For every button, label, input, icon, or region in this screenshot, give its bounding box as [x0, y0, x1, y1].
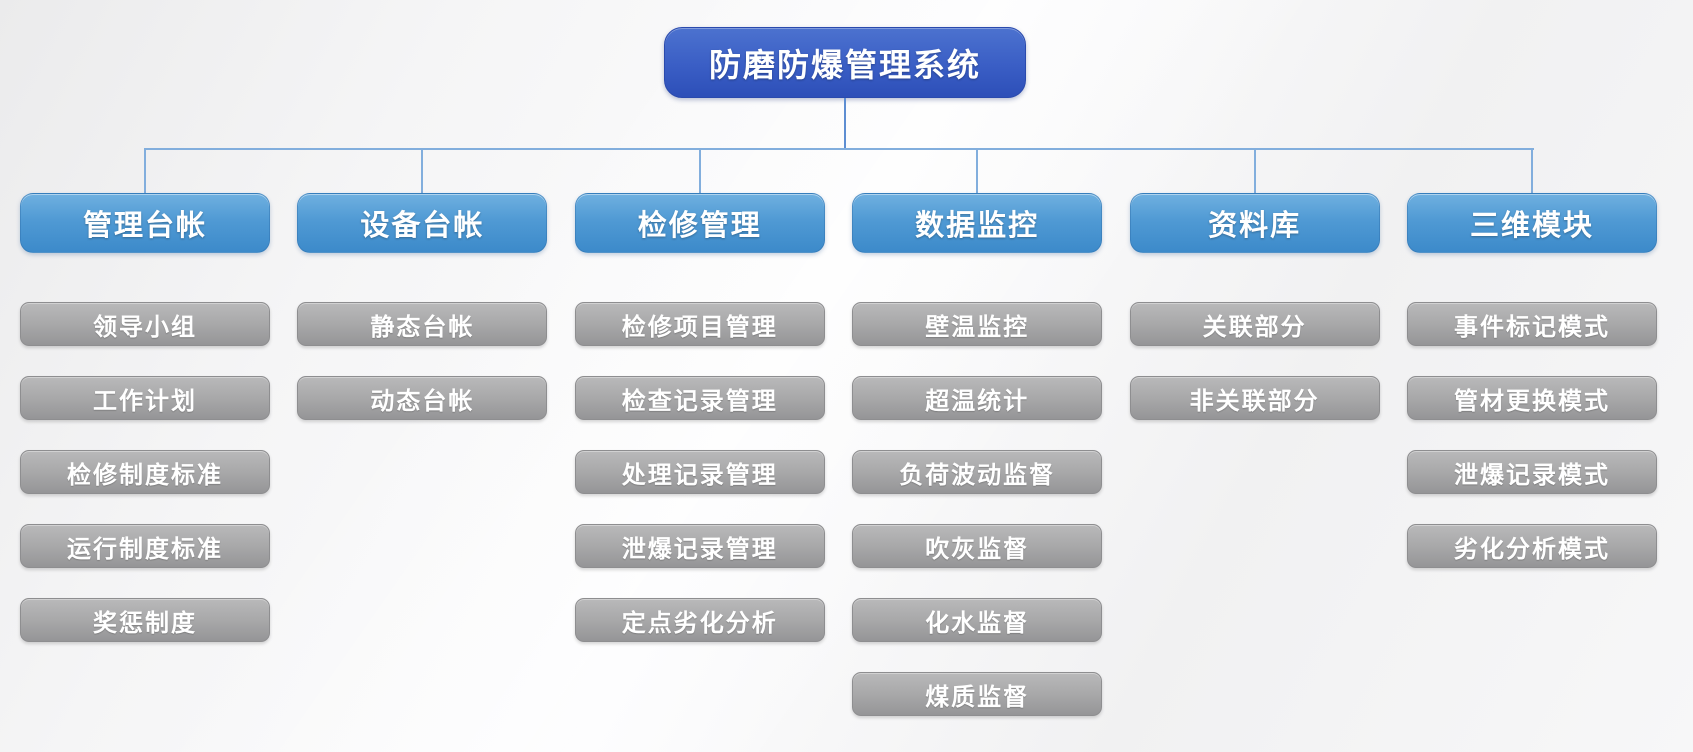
leaf-node: 检修制度标准	[20, 450, 270, 494]
leaf-label: 负荷波动监督	[899, 461, 1056, 489]
leaf-label: 检查记录管理	[621, 387, 778, 415]
leaf-node: 负荷波动监督	[852, 450, 1103, 494]
connector-stub	[1531, 148, 1533, 193]
leaf-label: 处理记录管理	[621, 461, 778, 489]
leaf-label: 劣化分析模式	[1454, 535, 1610, 563]
branch-label: 设备台帐	[360, 210, 485, 242]
leaf-node: 超温统计	[852, 376, 1103, 420]
connector-rail	[145, 148, 1534, 150]
leaf-node: 检查记录管理	[574, 376, 825, 420]
leaf-node: 处理记录管理	[574, 450, 825, 494]
leaf-node: 关联部分	[1129, 302, 1380, 346]
connector-stub	[421, 148, 424, 193]
branch-label: 管理台帐	[82, 210, 207, 242]
leaf-node: 领导小组	[20, 302, 270, 346]
root-node: 防磨防爆管理系统	[664, 27, 1026, 98]
leaf-node: 定点劣化分析	[574, 598, 825, 642]
leaf-label: 超温统计	[925, 387, 1030, 415]
connector-stub	[1253, 148, 1256, 193]
leaf-node: 静态台帐	[297, 302, 548, 346]
leaf-label: 吹灰监督	[925, 535, 1030, 563]
branch-label: 数据监控	[915, 210, 1040, 242]
connector-stub	[144, 148, 146, 193]
leaf-label: 领导小组	[93, 313, 197, 341]
leaf-label: 泄爆记录模式	[1454, 461, 1610, 489]
branch-node: 三维模块	[1407, 193, 1657, 253]
branch-column: 数据监控 壁温监控 超温统计 负荷波动监督 吹灰监督 化水监督 煤质监督	[852, 0, 1103, 752]
leaf-node: 动态台帐	[297, 376, 548, 420]
branch-label: 检修管理	[637, 210, 762, 242]
leaf-node: 煤质监督	[852, 672, 1103, 716]
branch-column: 检修管理 检修项目管理 检查记录管理 处理记录管理 泄爆记录管理 定点劣化分析	[574, 0, 825, 752]
branch-label: 三维模块	[1469, 210, 1594, 242]
leaf-label: 化水监督	[925, 609, 1030, 637]
leaf-label: 静态台帐	[370, 313, 475, 341]
branch-column: 设备台帐 静态台帐 动态台帐	[297, 0, 548, 752]
leaf-label: 煤质监督	[925, 683, 1030, 711]
leaf-label: 壁温监控	[925, 313, 1030, 341]
connector-trunk	[844, 98, 846, 149]
leaf-label: 非关联部分	[1189, 387, 1320, 415]
leaf-label: 定点劣化分析	[621, 609, 778, 637]
leaf-label: 工作计划	[93, 387, 197, 415]
branch-label: 资料库	[1208, 210, 1302, 242]
leaf-node: 泄爆记录管理	[574, 524, 825, 568]
connector-stub	[698, 148, 701, 193]
leaf-node: 奖惩制度	[20, 598, 270, 642]
leaf-node: 化水监督	[852, 598, 1103, 642]
leaf-label: 动态台帐	[370, 387, 475, 415]
leaf-node: 泄爆记录模式	[1407, 450, 1657, 494]
leaf-label: 事件标记模式	[1454, 313, 1610, 341]
leaf-label: 关联部分	[1202, 313, 1307, 341]
root-label: 防磨防爆管理系统	[708, 46, 981, 83]
leaf-node: 吹灰监督	[852, 524, 1103, 568]
branch-node: 检修管理	[574, 193, 825, 253]
leaf-label: 管材更换模式	[1454, 387, 1610, 415]
leaf-node: 检修项目管理	[574, 302, 825, 346]
leaf-node: 运行制度标准	[20, 524, 270, 568]
leaf-node: 非关联部分	[1129, 376, 1380, 420]
leaf-node: 壁温监控	[852, 302, 1103, 346]
leaf-node: 劣化分析模式	[1407, 524, 1657, 568]
branch-column: 资料库 关联部分 非关联部分	[1129, 0, 1380, 752]
leaf-label: 运行制度标准	[67, 535, 223, 563]
leaf-label: 检修项目管理	[621, 313, 778, 341]
leaf-label: 泄爆记录管理	[621, 535, 778, 563]
leaf-label: 奖惩制度	[93, 609, 197, 637]
leaf-label: 检修制度标准	[67, 461, 223, 489]
branch-column: 管理台帐 领导小组 工作计划 检修制度标准 运行制度标准 奖惩制度	[20, 0, 270, 752]
leaf-node: 工作计划	[20, 376, 270, 420]
branch-node: 数据监控	[852, 193, 1103, 253]
branch-column: 三维模块 事件标记模式 管材更换模式 泄爆记录模式 劣化分析模式	[1407, 0, 1657, 752]
leaf-node: 事件标记模式	[1407, 302, 1657, 346]
leaf-node: 管材更换模式	[1407, 376, 1657, 420]
branch-node: 设备台帐	[297, 193, 548, 253]
branch-node: 资料库	[1129, 193, 1380, 253]
connector-stub	[976, 148, 979, 193]
branch-node: 管理台帐	[20, 193, 270, 253]
